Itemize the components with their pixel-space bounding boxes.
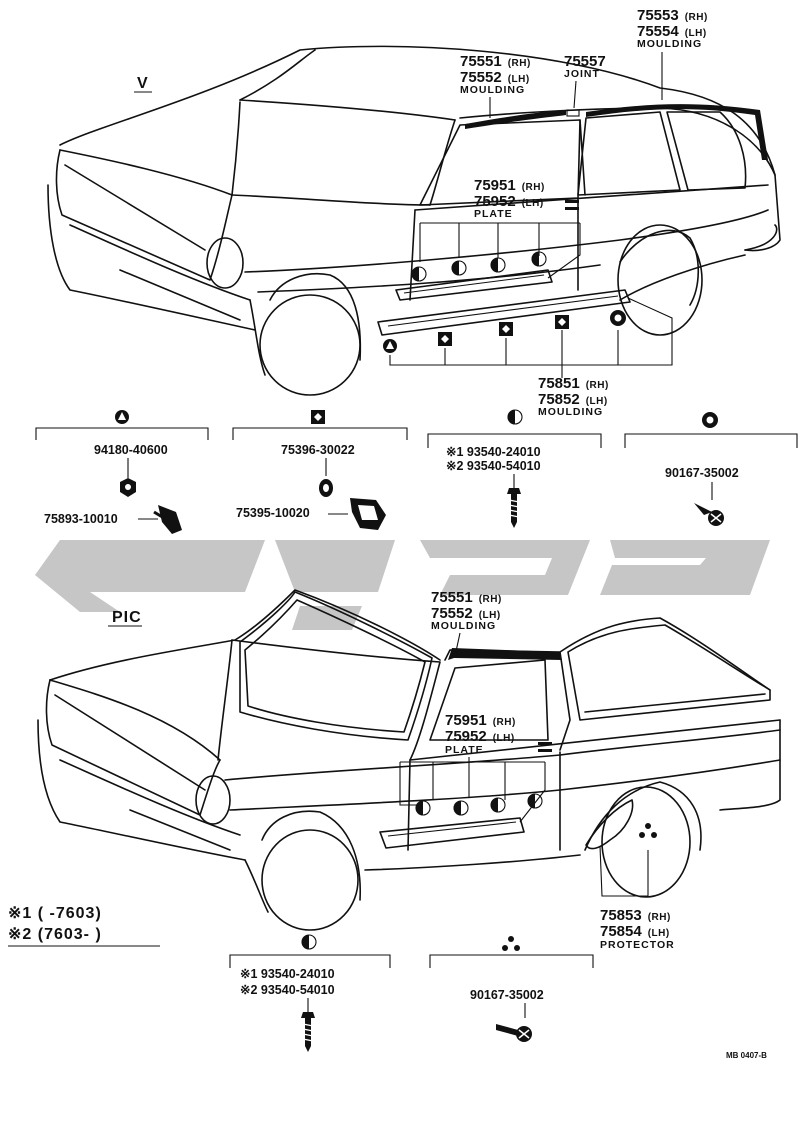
svg-text:75552(LH): 75552(LH) [431, 605, 501, 622]
svg-text:75553(RH): 75553(RH) [637, 7, 708, 24]
svg-text:75951(RH): 75951(RH) [474, 177, 545, 194]
svg-text:75554(LH): 75554(LH) [637, 23, 707, 40]
svg-text:75952(LH): 75952(LH) [445, 728, 515, 745]
svg-text:JOINT: JOINT [564, 68, 600, 80]
svg-text:75951(RH): 75951(RH) [445, 712, 516, 729]
fastener-group-half-circle: ※1 93540-24010 ※2 93540-54010 [427, 409, 602, 529]
fastener-group-diamond: 75396-30022 75395-10020 [232, 410, 408, 530]
svg-text:75551(RH): 75551(RH) [460, 53, 531, 70]
svg-text:MOULDING: MOULDING [431, 620, 496, 632]
pickup-drawing [37, 589, 781, 931]
variant-pic-label: PIC [112, 609, 142, 626]
v-label-rocker-moulding: 75851(RH) 75852(LH) MOULDING [389, 297, 673, 418]
svg-text:75395-10020: 75395-10020 [236, 506, 310, 520]
svg-text:PROTECTOR: PROTECTOR [600, 939, 675, 951]
svg-text:75854(LH): 75854(LH) [600, 923, 670, 940]
svg-text:75852(LH): 75852(LH) [538, 391, 608, 408]
svg-text:90167-35002: 90167-35002 [470, 988, 544, 1002]
pic-symbols [415, 793, 657, 838]
v-label-plate: 75951(RH) 75952(LH) PLATE [419, 177, 581, 279]
v-label-roof-moulding: 75551(RH) 75552(LH) MOULDING [460, 53, 531, 118]
svg-text:75552(LH): 75552(LH) [460, 69, 530, 86]
bottom-group-half-circle: ※1 93540-24010 ※2 93540-54010 [229, 934, 391, 1053]
svg-text:94180-40600: 94180-40600 [94, 443, 168, 457]
v-label-joint: 75557 JOINT [564, 53, 606, 109]
svg-text:75853(RH): 75853(RH) [600, 907, 671, 924]
svg-text:※2 93540-54010: ※2 93540-54010 [446, 459, 541, 473]
watermark-logo [35, 540, 770, 630]
svg-text:75952(LH): 75952(LH) [474, 193, 544, 210]
v-label-top-moulding: 75553(RH) 75554(LH) MOULDING [637, 7, 708, 100]
svg-text:※1 93540-24010: ※1 93540-24010 [446, 445, 541, 459]
svg-text:PLATE: PLATE [474, 208, 513, 220]
serial-notes: ※1 ( -7603) ※2 (7603- ) [8, 905, 160, 947]
svg-text:MOULDING: MOULDING [538, 406, 603, 418]
svg-text:PLATE: PLATE [445, 744, 484, 756]
fastener-group-triangle: 94180-40600 75893-10010 [35, 410, 209, 534]
svg-text:MOULDING: MOULDING [637, 38, 702, 50]
svg-text:※1 ( -7603): ※1 ( -7603) [8, 905, 102, 922]
pic-label-roof-moulding: 75551(RH) 75552(LH) MOULDING [431, 589, 502, 657]
svg-text:※2 (7603- ): ※2 (7603- ) [8, 926, 102, 943]
svg-text:MOULDING: MOULDING [460, 84, 525, 96]
svg-text:75557: 75557 [564, 53, 606, 70]
pic-label-protector: 75853(RH) 75854(LH) PROTECTOR [599, 845, 675, 951]
svg-text:75551(RH): 75551(RH) [431, 589, 502, 606]
svg-text:75396-30022: 75396-30022 [281, 443, 355, 457]
pic-label-plate: 75951(RH) 75952(LH) PLATE [399, 712, 546, 823]
svg-text:75893-10010: 75893-10010 [44, 512, 118, 526]
variant-v-label: V [137, 75, 149, 92]
svg-text:90167-35002: 90167-35002 [665, 466, 739, 480]
van-drawing [47, 45, 781, 396]
svg-text:※2 93540-54010: ※2 93540-54010 [240, 983, 335, 997]
svg-text:75851(RH): 75851(RH) [538, 375, 609, 392]
document-code: MB 0407-B [726, 1051, 767, 1060]
svg-text:※1 93540-24010: ※1 93540-24010 [240, 967, 335, 981]
bottom-group-trefoil: 90167-35002 [429, 936, 594, 1042]
fastener-group-ring: 90167-35002 [624, 412, 798, 526]
v-symbols [383, 251, 626, 353]
